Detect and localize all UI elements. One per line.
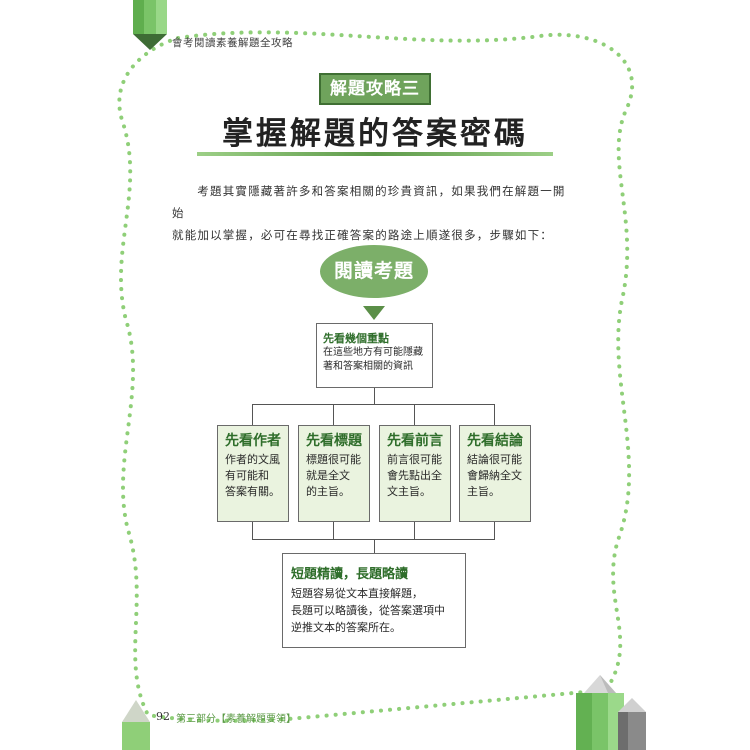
flow-card-author: 先看作者 作者的文風 有可能和 答案有關。 xyxy=(217,425,289,522)
page-title: 掌握解題的答案密碼 xyxy=(222,116,528,152)
connector-line xyxy=(252,404,253,425)
flow-card-conclusion: 先看結論 結論很可能 會歸納全文 主旨。 xyxy=(459,425,531,522)
connector-line xyxy=(333,404,334,425)
connector-line xyxy=(414,404,415,425)
flow-top-body-line-1: 在這些地方有可能隱藏 xyxy=(323,347,423,358)
connector-line xyxy=(494,404,495,425)
page-number: 92 xyxy=(156,710,170,723)
pencil-bottom-right-icon xyxy=(576,675,624,750)
flow-top-box: 先看幾個重點 在這些地方有可能隱藏 著和答案相關的資訊 xyxy=(316,323,433,388)
pencil-bottom-left-icon xyxy=(122,700,150,750)
flow-card-preface: 先看前言 前言很可能 會先點出全 文主旨。 xyxy=(379,425,451,522)
flow-card-title: 先看標題 標題很可能 就是全文 的主旨。 xyxy=(298,425,370,522)
connector-line xyxy=(252,522,253,539)
connector-line xyxy=(494,522,495,539)
running-header: 會考閱讀素養解題全攻略 xyxy=(172,37,293,49)
footer-section-label: 第三部分【素養解題要領】 xyxy=(176,714,296,725)
connector-line xyxy=(374,539,375,553)
card-heading: 先看標題 xyxy=(306,433,362,449)
flow-top-heading: 先看幾個重點 xyxy=(323,332,389,345)
flow-start-ellipse: 閱讀考題 xyxy=(320,245,428,298)
flow-top-body-line-2: 著和答案相關的資訊 xyxy=(323,361,413,372)
flow-bottom-body: 短題容易從文本直接解題， 長題可以略讀後，從答案選項中 逆推文本的答案所在。 xyxy=(291,587,445,634)
pencil-top-left-icon xyxy=(133,0,167,50)
intro-paragraph: 考題其實隱藏著許多和答案相關的珍貴資訊，如果我們在解題一開始 就能加以掌握，必可… xyxy=(172,180,572,246)
card-heading: 先看前言 xyxy=(387,433,443,449)
pencil-bottom-right-small-icon xyxy=(618,698,646,750)
strategy-badge: 解題攻略三 xyxy=(319,73,431,105)
card-body: 結論很可能 會歸納全文 主旨。 xyxy=(467,453,522,498)
card-heading: 先看結論 xyxy=(467,433,523,449)
down-arrow-icon xyxy=(363,306,385,320)
card-body: 前言很可能 會先點出全 文主旨。 xyxy=(387,453,442,498)
connector-line xyxy=(414,522,415,539)
intro-line-1: 考題其實隱藏著許多和答案相關的珍貴資訊，如果我們在解題一開始 xyxy=(172,184,566,220)
flow-bottom-box: 短題精讀，長題略讀 短題容易從文本直接解題， 長題可以略讀後，從答案選項中 逆推… xyxy=(282,553,466,648)
connector-line xyxy=(374,388,375,404)
card-heading: 先看作者 xyxy=(225,433,281,449)
card-body: 標題很可能 就是全文 的主旨。 xyxy=(306,453,361,498)
intro-line-2: 就能加以掌握，必可在尋找正確答案的路途上順遂很多，步驟如下： xyxy=(172,228,553,242)
title-underline xyxy=(197,152,553,156)
card-body: 作者的文風 有可能和 答案有關。 xyxy=(225,453,280,498)
connector-line xyxy=(333,522,334,539)
connector-line xyxy=(252,404,495,405)
connector-line xyxy=(252,539,495,540)
flow-bottom-heading: 短題精讀，長題略讀 xyxy=(291,567,409,582)
